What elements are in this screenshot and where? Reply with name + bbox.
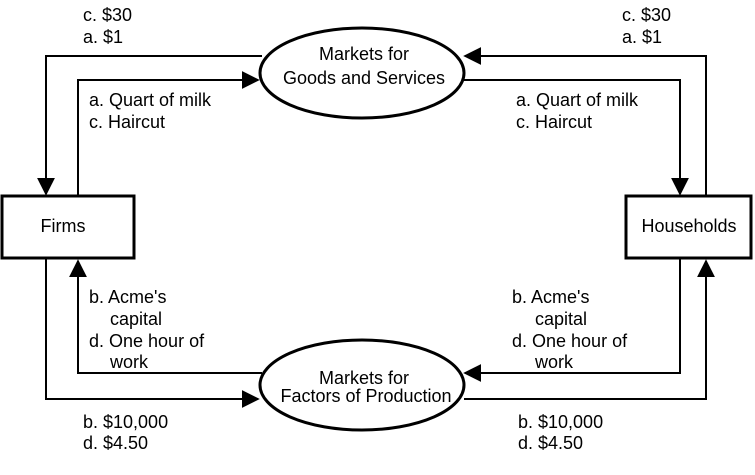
flow-label: a. $1: [83, 27, 123, 47]
top-right-money-labels: c. $30 a. $1: [622, 5, 671, 47]
goods-market-label-1: Markets for: [319, 44, 409, 64]
flow-label: c. Haircut: [89, 112, 165, 132]
bottom-right-money-labels: b. $10,000 d. $4.50: [518, 412, 603, 453]
top-left-money-labels: c. $30 a. $1: [83, 5, 132, 47]
bottom-left-money-labels: b. $10,000 d. $4.50: [83, 412, 168, 453]
top-right-goods-labels: a. Quart of milk c. Haircut: [516, 90, 639, 132]
factors-market-ellipse: [258, 338, 466, 432]
households-box: [624, 194, 753, 260]
flow-label: b. $10,000: [518, 412, 603, 432]
arrow-households-to-factors: [463, 258, 681, 382]
bottom-left-factors-labels: b. Acme's capital d. One hour of work: [89, 287, 205, 372]
flow-label: work: [534, 352, 574, 372]
firms-label: Firms: [41, 216, 86, 236]
arrow-factors-to-firms: [69, 259, 262, 374]
goods-market-label-2: Goods and Services: [283, 68, 445, 88]
arrow-firms-to-factors-money: [45, 258, 260, 408]
bottom-right-factors-labels: b. Acme's capital d. One hour of work: [512, 287, 628, 372]
flow-label: a. $1: [622, 27, 662, 47]
factors-market-label-2: Factors of Production: [280, 386, 451, 406]
top-left-goods-labels: a. Quart of milk c. Haircut: [89, 90, 212, 132]
flow-label: b. $10,000: [83, 412, 168, 432]
flow-label: d. $4.50: [83, 433, 148, 453]
arrow-firms-to-goods-goods: [77, 71, 260, 196]
flow-label: d. One hour of: [512, 331, 628, 351]
flow-label: a. Quart of milk: [516, 90, 639, 110]
arrow-factors-to-households-money: [464, 259, 715, 400]
flow-label: d. $4.50: [518, 433, 583, 453]
flow-label: c. $30: [622, 5, 671, 25]
arrow-goods-to-firms-money: [37, 55, 262, 196]
flow-label: b. Acme's: [512, 287, 589, 307]
flow-label: work: [109, 352, 149, 372]
firms-box: [0, 194, 136, 260]
arrow-goods-to-households-goods: [464, 79, 689, 196]
flow-label: c. $30: [83, 5, 132, 25]
flow-label: capital: [535, 309, 587, 329]
goods-market-ellipse: [258, 26, 466, 120]
flow-label: c. Haircut: [516, 112, 592, 132]
flow-label: a. Quart of milk: [89, 90, 212, 110]
factors-market-label-1: Markets for: [319, 368, 409, 388]
flow-label: d. One hour of: [89, 331, 205, 351]
arrow-households-to-goods-money: [463, 47, 707, 196]
flow-label: b. Acme's: [89, 287, 166, 307]
flow-label: capital: [110, 309, 162, 329]
households-label: Households: [641, 216, 736, 236]
